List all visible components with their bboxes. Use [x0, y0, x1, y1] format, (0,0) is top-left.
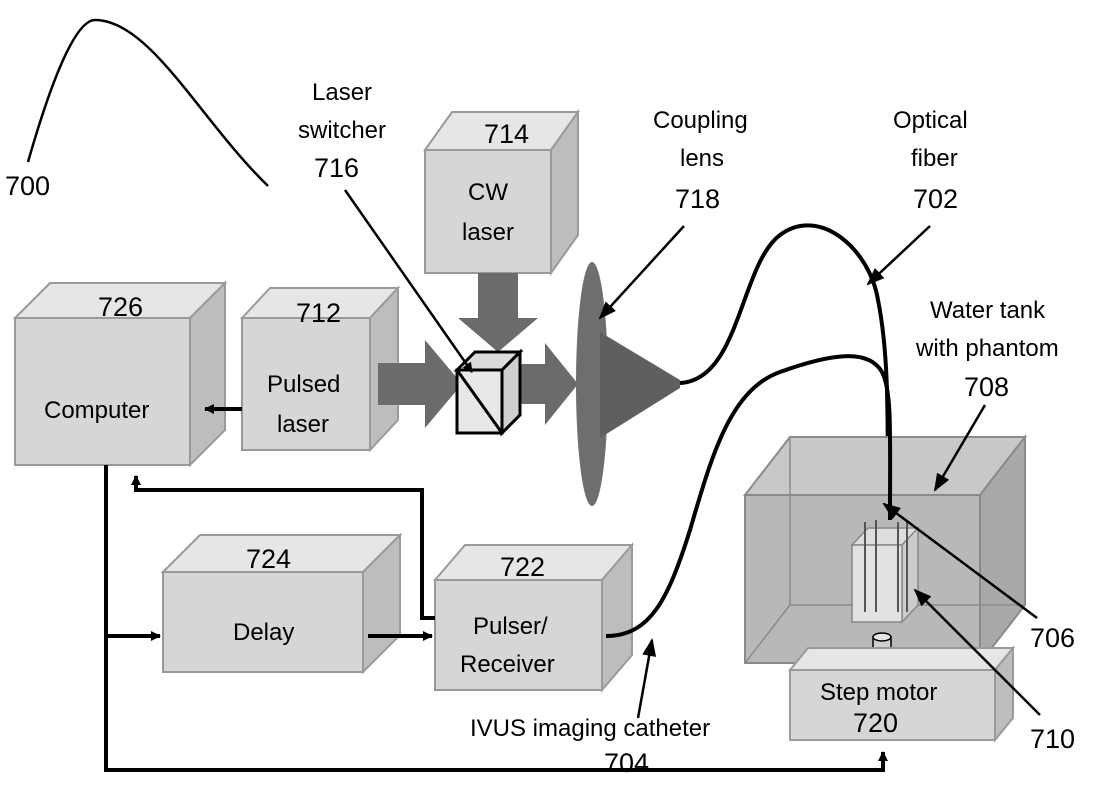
- pulsed-laser-label-2: laser: [277, 411, 329, 438]
- ref-706-leader: [882, 502, 1038, 620]
- laser-switcher-label-2: switcher: [298, 117, 386, 144]
- coupling-lens-leader: [598, 225, 685, 320]
- pulser-receiver-label-2: Receiver: [460, 651, 555, 678]
- laser-switcher-leader: [343, 189, 474, 373]
- optical-fiber-label-2: fiber: [911, 145, 958, 172]
- coupling-lens-number: 718: [675, 184, 720, 214]
- laser-switcher-cube: [453, 348, 524, 437]
- optical-fiber-label-1: Optical: [893, 107, 968, 134]
- combined-beam-arrow: [515, 343, 578, 425]
- computer-to-motor-line: [104, 465, 888, 772]
- ref-710-leader: [913, 588, 1041, 716]
- ref-710-number: 710: [1030, 724, 1075, 754]
- cw-laser-label-2: laser: [462, 219, 514, 246]
- water-tank-label-2: with phantom: [915, 335, 1059, 362]
- pulsed-laser-label-1: Pulsed: [267, 371, 340, 398]
- step-motor-label: Step motor: [820, 679, 937, 706]
- coupling-lens-label-1: Coupling: [653, 107, 748, 134]
- cw-beam-arrow: [458, 273, 538, 352]
- figure-number: 700: [5, 171, 50, 201]
- cw-laser-number: 714: [484, 119, 529, 149]
- pulser-receiver-number: 722: [500, 552, 545, 582]
- computer-number: 726: [98, 292, 143, 322]
- delay-number: 724: [246, 544, 291, 574]
- delay-box: 724 Delay: [160, 532, 403, 675]
- ivus-catheter-leader: [636, 638, 657, 719]
- step-motor-number: 720: [853, 708, 898, 738]
- ref-706-number: 706: [1030, 623, 1075, 653]
- ivus-catheter: [605, 354, 893, 638]
- optical-fiber-leader: [866, 225, 931, 286]
- water-tank-number: 708: [964, 372, 1009, 402]
- coupling-lens: [576, 262, 608, 506]
- pulser-receiver-label-1: Pulser/: [473, 613, 548, 640]
- cw-laser-box: 714 CW laser: [423, 108, 580, 277]
- delay-label: Delay: [233, 619, 294, 646]
- water-tank: [742, 434, 1028, 666]
- figure-reference-curve: [26, 18, 269, 187]
- pulsed-laser-box: 712 Pulsed laser: [239, 285, 401, 453]
- pulsed-beam-arrow: [378, 340, 462, 428]
- computer-label: Computer: [44, 397, 149, 424]
- focused-beam-cone: [600, 332, 680, 438]
- water-tank-label-1: Water tank: [930, 297, 1046, 324]
- step-motor-box: Step motor 720: [787, 645, 1016, 743]
- cw-laser-label-1: CW: [468, 179, 508, 206]
- pulsed-laser-number: 712: [296, 298, 341, 328]
- receiver-to-computer-line: [131, 475, 435, 620]
- computer-box: 726 Computer: [12, 280, 228, 468]
- ivus-catheter-number: 704: [604, 748, 649, 778]
- optical-fiber-number: 702: [913, 184, 958, 214]
- laser-switcher-number: 716: [314, 153, 359, 183]
- coupling-lens-label-2: lens: [680, 145, 724, 172]
- pulser-receiver-box: 722 Pulser/ Receiver: [432, 542, 635, 693]
- laser-switcher-label-1: Laser: [312, 79, 372, 106]
- ivus-catheter-label: IVUS imaging catheter: [470, 715, 710, 742]
- phantom: [850, 520, 920, 624]
- water-tank-leader: [933, 404, 987, 492]
